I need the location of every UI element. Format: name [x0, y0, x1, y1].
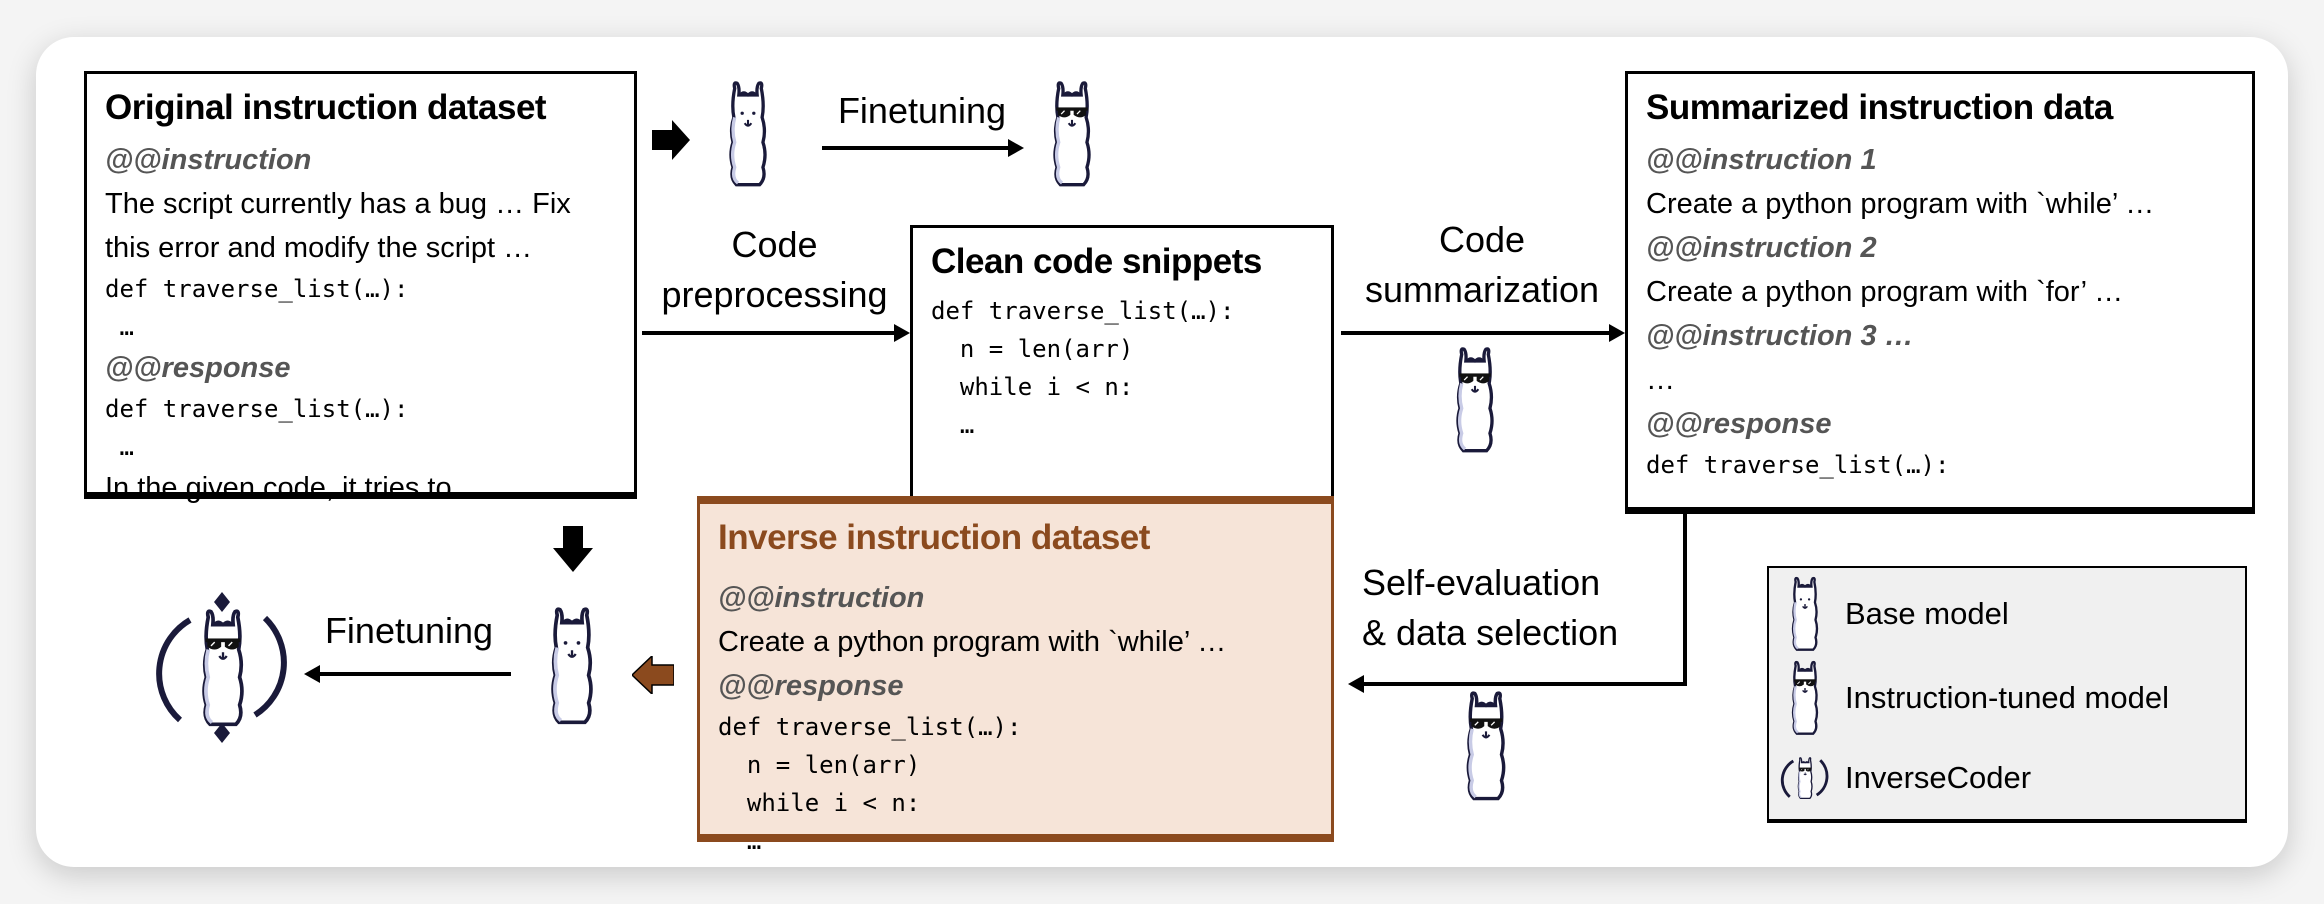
code-summarization-label: Code summarization	[1341, 215, 1623, 315]
legend-label: Instruction-tuned model	[1845, 680, 2169, 715]
instruction-line: this error and modify the script …	[105, 232, 533, 264]
brown-left-arrow-icon	[632, 656, 674, 694]
label-line: preprocessing	[661, 274, 888, 315]
inversecoder-icon	[156, 592, 287, 743]
instruction-tag: @@instruction 1	[1646, 144, 1877, 176]
code-line: def traverse_list(…):	[105, 275, 409, 303]
code-line: …	[718, 827, 762, 855]
code-ellipsis: …	[105, 313, 134, 341]
self-evaluation-label: Self-evaluation & data selection	[1362, 558, 1672, 658]
finetuning-label-top: Finetuning	[837, 90, 1007, 131]
instruction-tag: @@instruction	[105, 144, 312, 176]
code-ellipsis: …	[105, 433, 134, 461]
response-tag: @@response	[105, 352, 291, 384]
arrowhead-icon	[894, 324, 910, 342]
thick-down-arrow-icon	[553, 526, 593, 572]
finetuning-arrow-top	[822, 146, 1010, 150]
original-instruction-box: Original instruction dataset @@instructi…	[84, 71, 637, 504]
legend-item-base: Base model	[1779, 576, 2009, 652]
summarizer-llama-icon	[1437, 346, 1513, 454]
code-line: while i < n:	[718, 789, 921, 817]
response-tag: @@response	[1646, 408, 1832, 440]
code-line: n = len(arr)	[718, 751, 921, 779]
code-preprocessing-label: Code preprocessing	[642, 220, 907, 320]
instruction-tuned-llama-icon	[1779, 660, 1831, 736]
code-line: def traverse_list(…):	[718, 713, 1022, 741]
arrowhead-icon	[304, 665, 320, 683]
response-tag: @@response	[718, 670, 904, 702]
original-box-title: Original instruction dataset	[105, 88, 547, 127]
code-line: …	[931, 411, 975, 439]
label-line: Code	[1438, 219, 1526, 260]
base-model-llama-icon	[1779, 576, 1831, 652]
legend: Base model Instruction-tuned model Inver…	[1767, 566, 2247, 823]
legend-item-inversecoder: InverseCoder	[1779, 740, 2031, 816]
evaluator-llama-icon	[1447, 690, 1525, 802]
label-line: Code	[731, 224, 818, 265]
code-line: def traverse_list(…):	[1646, 451, 1950, 479]
instruction-line: The script currently has a bug … Fix	[105, 188, 571, 220]
instruction-text: Create a python program with `while’ …	[1646, 188, 2155, 220]
selection-arrow	[1362, 682, 1687, 686]
label-line: summarization	[1364, 269, 1600, 310]
label-line: & data selection	[1362, 612, 1619, 653]
code-line: while i < n:	[931, 373, 1134, 401]
clean-code-box: Clean code snippets def traverse_list(…)…	[910, 225, 1334, 541]
instruction-text: Create a python program with `while’ …	[718, 626, 1227, 658]
response-text: In the given code, it tries to …	[105, 472, 489, 504]
instruction-tag: @@instruction	[718, 582, 925, 614]
preprocessing-arrow	[642, 331, 896, 335]
instruction-text: Create a python program with `for’ …	[1646, 276, 2124, 308]
summarized-instruction-box: Summarized instruction data @@instructio…	[1625, 71, 2255, 517]
arrowhead-icon	[1008, 139, 1024, 157]
code-line: def traverse_list(…):	[105, 395, 409, 423]
inverse-instruction-box: Inverse instruction dataset @@instructio…	[697, 496, 1334, 855]
legend-item-tuned: Instruction-tuned model	[1779, 660, 2169, 736]
clean-box-title: Clean code snippets	[931, 242, 1262, 281]
selection-connector	[1683, 514, 1687, 686]
instruction-tag: @@instruction 2	[1646, 232, 1877, 264]
summarization-arrow	[1341, 331, 1611, 335]
thick-right-arrow-icon	[652, 120, 690, 160]
base-model-llama-icon	[536, 606, 608, 726]
code-ellipsis: …	[1646, 489, 1661, 517]
arrowhead-icon	[1609, 324, 1625, 342]
inverse-box-title: Inverse instruction dataset	[718, 518, 1150, 557]
label-line: Self-evaluation	[1362, 562, 1601, 603]
ellipsis: …	[1646, 364, 1675, 396]
legend-label: Base model	[1845, 596, 2009, 631]
summarized-box-title: Summarized instruction data	[1646, 88, 2113, 127]
finetuning-label-bottom: Finetuning	[324, 610, 494, 651]
legend-label: InverseCoder	[1845, 760, 2032, 795]
instruction-tag: @@instruction 3 …	[1646, 320, 1914, 352]
inversecoder-icon	[1780, 740, 1829, 816]
arrowhead-icon	[1348, 675, 1364, 693]
finetuning-arrow-bottom	[318, 672, 511, 676]
instruction-tuned-llama-icon	[1035, 80, 1109, 188]
code-line: n = len(arr)	[931, 335, 1134, 363]
base-model-llama-icon	[711, 80, 785, 188]
code-line: def traverse_list(…):	[931, 297, 1235, 325]
